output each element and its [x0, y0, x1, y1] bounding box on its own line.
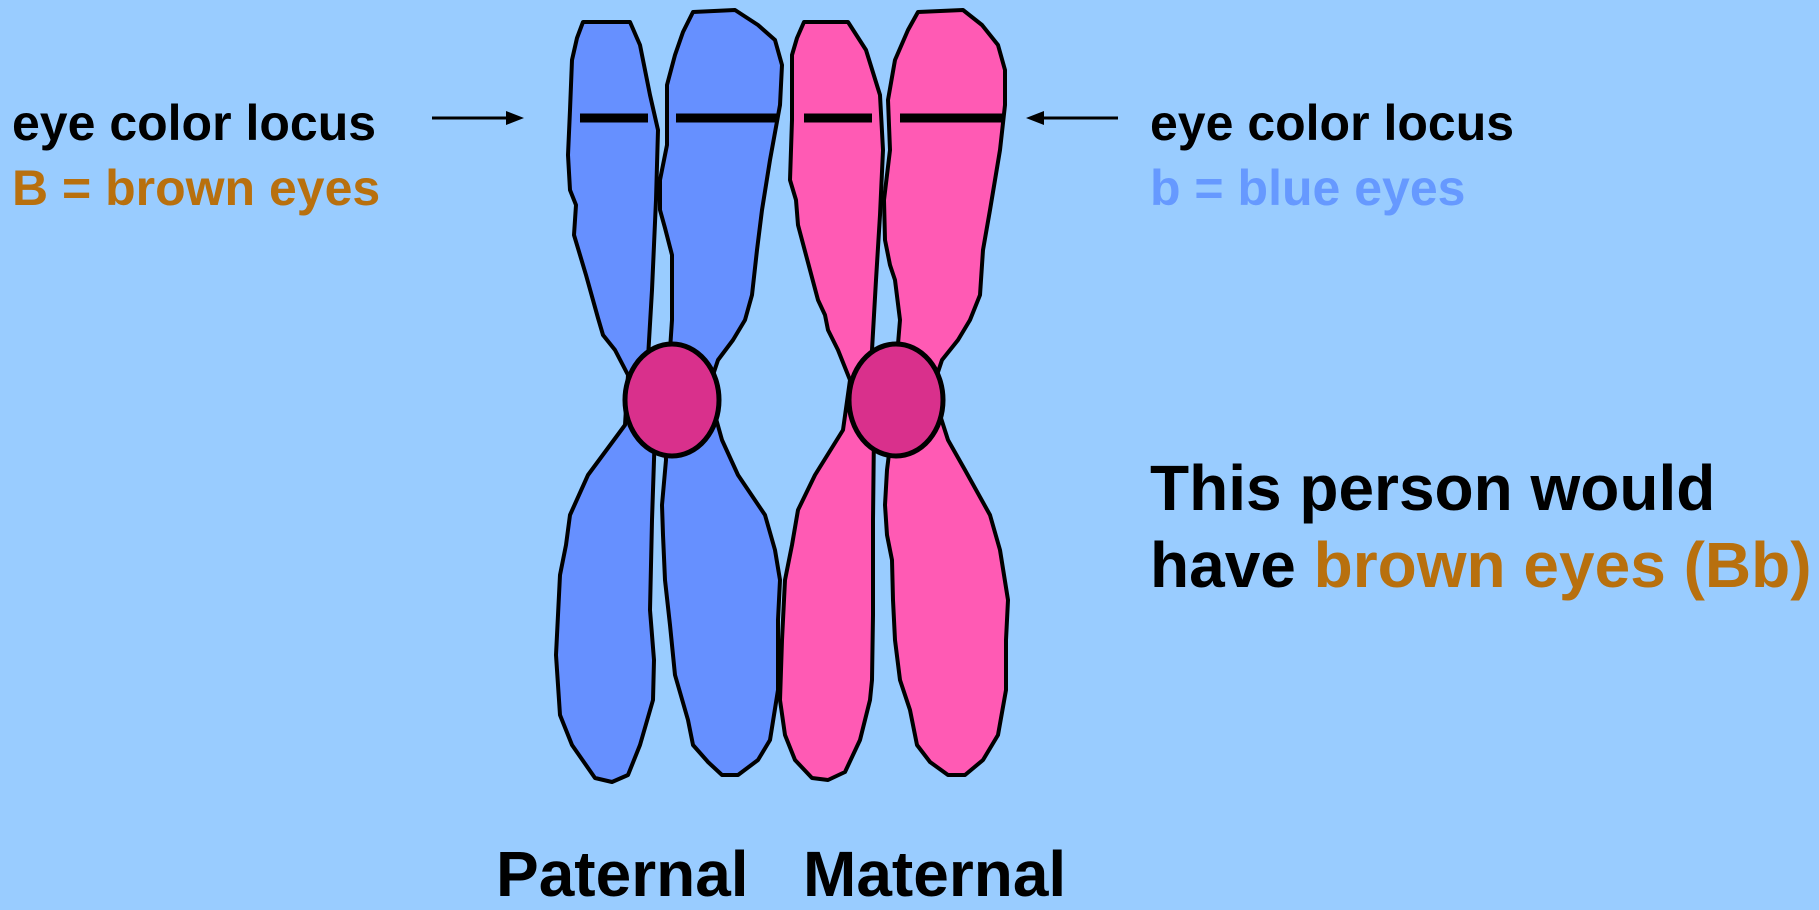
- paternal-label: Paternal: [496, 842, 749, 906]
- conclusion-genotype-highlight: brown eyes (Bb): [1314, 529, 1812, 601]
- recessive-allele-label: b = blue eyes: [1150, 163, 1465, 213]
- conclusion-prefix: have: [1150, 529, 1314, 601]
- left-locus-label: eye color locus: [12, 98, 376, 148]
- paternal-centromere: [625, 344, 719, 456]
- conclusion-line-1: This person would: [1150, 456, 1715, 520]
- maternal-centromere: [849, 344, 943, 456]
- dominant-allele-label: B = brown eyes: [12, 163, 380, 213]
- right-locus-label: eye color locus: [1150, 98, 1514, 148]
- arrow-right-icon: [432, 111, 524, 125]
- maternal-label: Maternal: [803, 842, 1066, 906]
- arrow-left-icon: [1026, 111, 1118, 125]
- conclusion-line-2: have brown eyes (Bb): [1150, 533, 1812, 597]
